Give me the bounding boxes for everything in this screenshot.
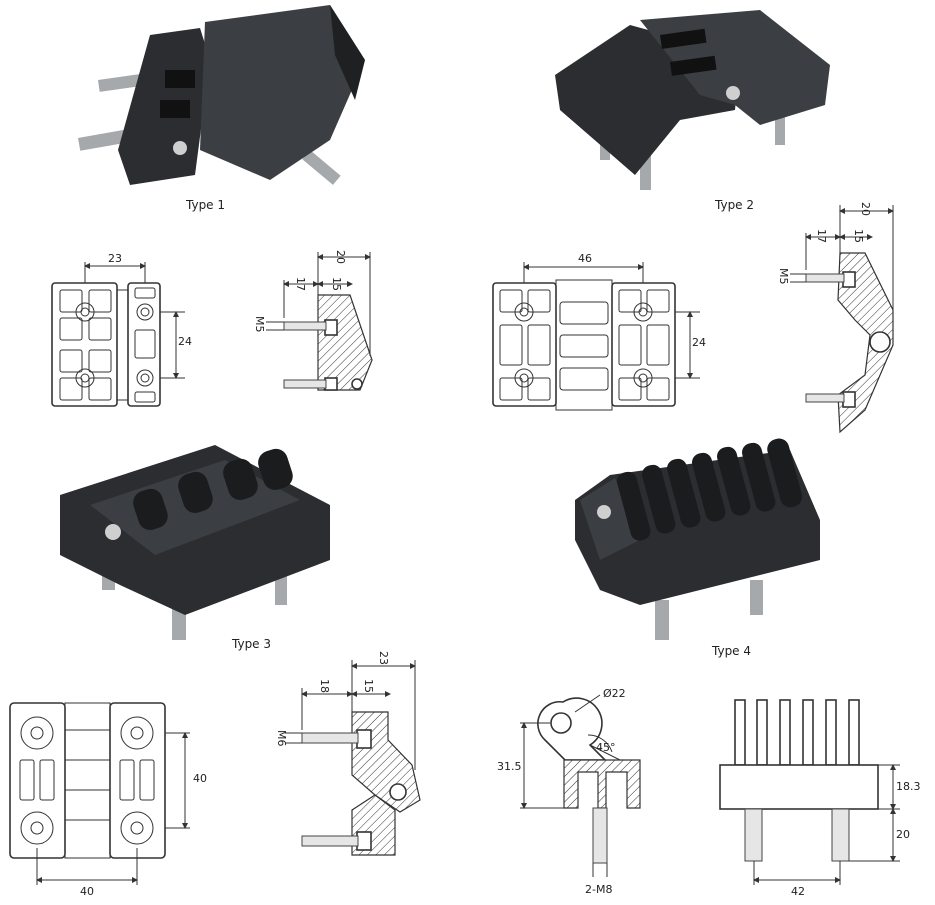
type3-a-dim: 18 [318,679,331,693]
type3-front-view [9,702,190,885]
type2-caption: Type 2 [714,198,754,212]
type1-a-dim: 17 [294,277,307,291]
type2-b-dim: 15 [852,229,865,243]
type4-photo [575,438,820,640]
type3-width-dim: 40 [80,885,94,898]
type4-pin-dim: 20 [896,828,910,841]
type1-photo [78,5,365,185]
type4-caption: Type 4 [711,644,751,658]
type2-a-dim: 17 [815,229,828,243]
type3-side-section [285,660,421,856]
type1-b-dim: 15 [330,277,343,291]
type4-height-dim: 31.5 [497,760,522,773]
type1-height-dim: 24 [178,335,192,348]
type4-spacing-dim: 42 [791,885,805,898]
type3-caption: Type 3 [231,637,271,651]
type4-diameter-dim: Ø22 [603,687,626,700]
type4-thread-dim: 2-M8 [585,883,612,896]
type4-body-dim: 18.3 [896,780,921,793]
type2-total-dim: 20 [859,202,872,216]
type1-caption: Type 1 [185,198,225,212]
type2-height-dim: 24 [692,336,706,349]
type2-width-dim: 46 [578,252,592,265]
type2-front-view [492,262,700,411]
type3-total-dim: 23 [377,651,390,665]
type1-total-dim: 20 [334,250,347,264]
type4-side-section [520,694,641,877]
type1-front-view [51,262,185,407]
type4-front-view [719,699,900,885]
type2-thread-dim: M5 [777,268,790,285]
type1-side-section [266,252,373,391]
type3-height-dim: 40 [193,772,207,785]
type4-angle-dim: 45° [596,741,616,754]
type3-b-dim: 15 [362,679,375,693]
type2-photo [555,10,830,190]
type1-width-dim: 23 [108,252,122,265]
type1-thread-dim: M5 [253,316,266,333]
type3-thread-dim: M6 [275,730,288,747]
type3-photo [60,445,330,640]
type2-side-section [790,205,894,434]
